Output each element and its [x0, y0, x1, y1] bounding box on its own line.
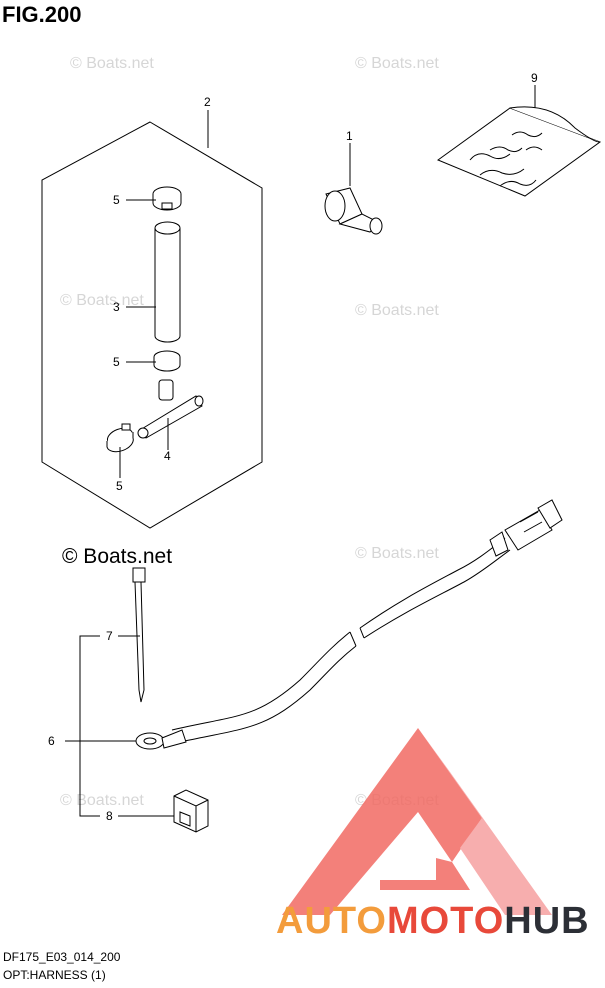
kit-outline — [41, 121, 263, 529]
callout-3: 3 — [113, 300, 120, 314]
leader-lines — [65, 85, 536, 817]
hose — [154, 221, 181, 343]
callout-9: 9 — [531, 71, 538, 85]
callout-5-bottom: 5 — [116, 479, 123, 493]
watermark: © Boats.net — [60, 292, 144, 309]
hose-clamp-top — [152, 186, 182, 211]
figure-title: FIG.200 — [2, 2, 82, 27]
callout-1: 1 — [346, 129, 353, 143]
watermark: © Boats.net — [60, 792, 144, 809]
watermark: © Boats.net — [70, 55, 154, 72]
watermark: © Boats.net — [355, 545, 439, 562]
watermark-large: © Boats.net — [62, 545, 173, 568]
hose-clamp-middle — [153, 350, 181, 372]
logo-wordmark: AUTOMOTOHUB — [276, 900, 596, 943]
hose-clamp-bottom — [106, 423, 134, 453]
connector-plug — [324, 187, 383, 235]
callout-7: 7 — [106, 629, 113, 643]
watermark: © Boats.net — [355, 302, 439, 319]
t-joint — [137, 379, 204, 439]
logo-part-moto: MOTO — [386, 900, 505, 942]
terminal-connector — [173, 789, 209, 833]
callout-5-middle: 5 — [113, 355, 120, 369]
callout-5-top: 5 — [113, 193, 120, 207]
logo-mark — [282, 728, 552, 915]
grease-packet — [436, 106, 602, 197]
callout-6: 6 — [48, 734, 55, 748]
watermark: © Boats.net — [355, 55, 439, 72]
logo-part-hub: HUB — [504, 900, 590, 942]
callout-4: 4 — [164, 449, 171, 463]
group-title: OPT:HARNESS (1) — [3, 968, 106, 982]
logo-part-auto: AUTO — [276, 900, 387, 942]
wire-harness — [135, 499, 563, 750]
callout-8: 8 — [106, 809, 113, 823]
cable-tie — [132, 567, 146, 703]
model-code: DF175_E03_014_200 — [3, 950, 121, 964]
callout-2: 2 — [204, 95, 211, 109]
